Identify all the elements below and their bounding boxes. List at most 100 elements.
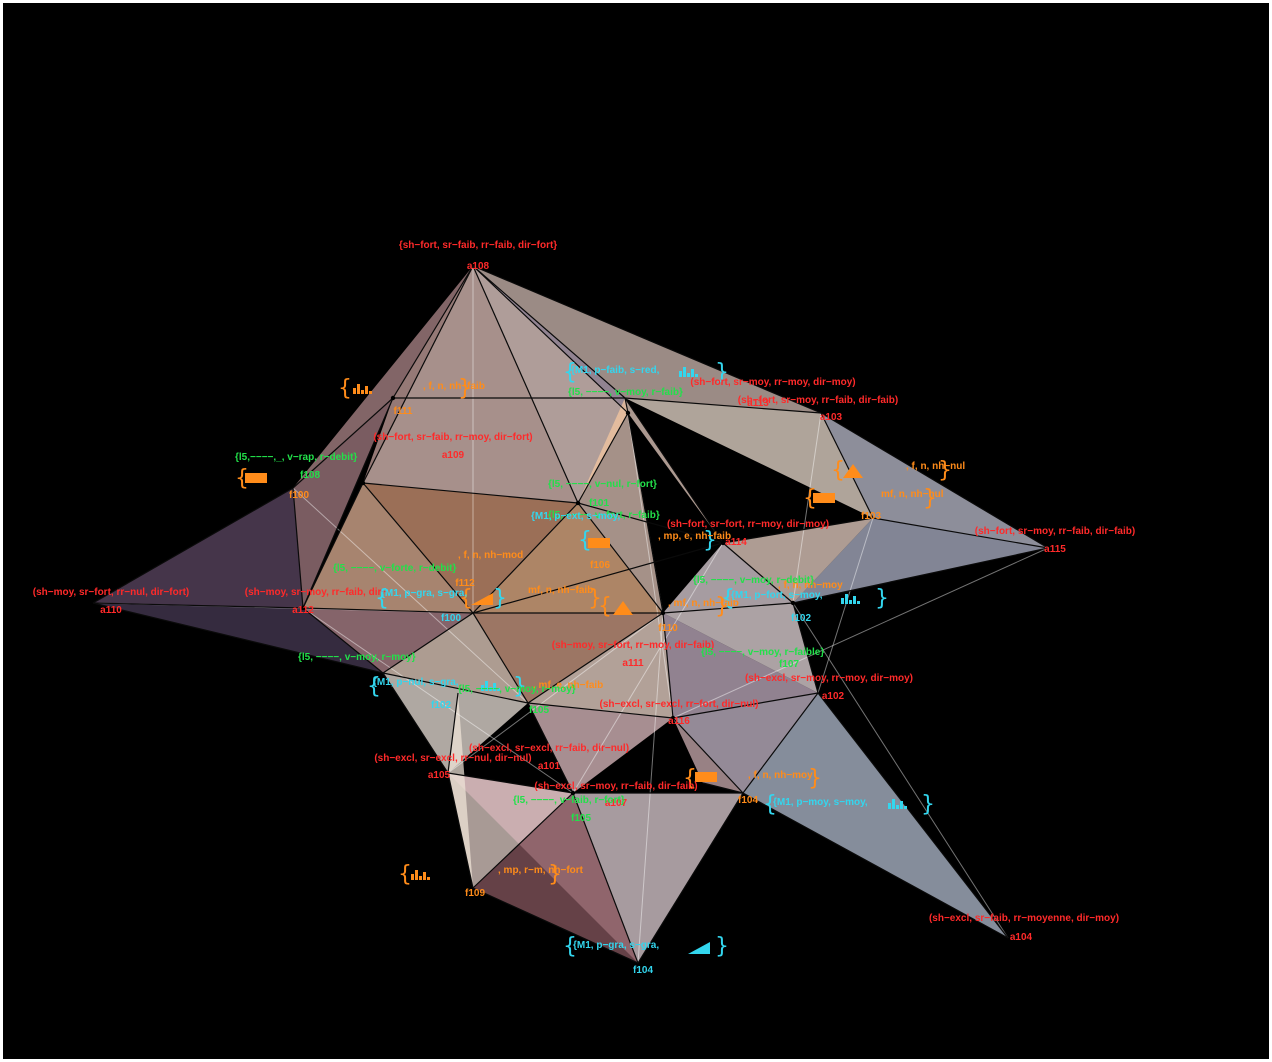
polyhedron-edge bbox=[92, 602, 304, 609]
polyhedron-edge bbox=[362, 482, 579, 504]
vertex-dot[interactable] bbox=[360, 480, 366, 486]
polyhedron-edge bbox=[447, 772, 474, 889]
open-brace-icon: { bbox=[803, 486, 817, 511]
polyhedron-edge bbox=[382, 612, 474, 674]
polyhedron-face bbox=[663, 603, 818, 693]
polyhedron-edge bbox=[392, 265, 474, 399]
vertex-dot[interactable] bbox=[625, 410, 631, 416]
triangle-icon bbox=[613, 601, 633, 615]
vertex-label-a103: (sh−fort, sr−moy, rr−faib, dir−faib) bbox=[738, 395, 898, 406]
vertex-id-tag: f105 bbox=[571, 813, 591, 824]
vertex-id-a116: a116 bbox=[668, 716, 690, 727]
polyhedron-edge bbox=[577, 502, 724, 544]
vertex-dot[interactable] bbox=[670, 715, 676, 721]
close-brace-icon: } bbox=[703, 528, 717, 553]
polyhedron-face bbox=[573, 793, 743, 963]
vertex-id-tag: f103 bbox=[861, 511, 881, 522]
vertex-id-tag: f100 bbox=[441, 613, 461, 624]
open-brace-icon: { bbox=[398, 862, 412, 887]
highlight-line bbox=[792, 602, 1009, 939]
histogram-icon bbox=[679, 367, 698, 377]
polyhedron-edge bbox=[447, 772, 574, 794]
polyhedron-edge bbox=[577, 412, 629, 504]
polyhedron-face bbox=[93, 488, 303, 608]
polyhedron-edge bbox=[472, 265, 579, 504]
close-brace-icon: } bbox=[938, 458, 952, 483]
feature-label-f108c: {M1, p−moy, s−moy, bbox=[773, 797, 868, 808]
feature-label-f105c: {M1, p−nul, s−gra, bbox=[373, 677, 459, 688]
vertex-label-a113: (sh−fort, sr−moy, rr−moy, dir−moy) bbox=[690, 377, 855, 388]
feature-label-f106g: {l5, −−−−, v−moy, r−moy} bbox=[458, 684, 576, 695]
polyhedron-edge bbox=[742, 792, 1009, 939]
vertex-dot[interactable] bbox=[570, 790, 576, 796]
feature-label-f108g: {l5, −−−−, v−moy, r−faib} bbox=[568, 387, 683, 398]
vertex-id-a103: a103 bbox=[820, 412, 843, 423]
feature-label-f107: {l5, −−−−, v−moy, r−faible} bbox=[701, 647, 824, 658]
triangle-icon bbox=[843, 464, 863, 478]
vertex-label-a116: (sh−excl, sr−excl, rr−fort, dir−nul) bbox=[600, 699, 759, 710]
vertex-id-tag: f100 bbox=[289, 490, 309, 501]
feature-label-f100g: {l5, −−−−, v−nul, r−fort} bbox=[548, 479, 657, 490]
polyhedron-face bbox=[673, 693, 818, 793]
vertex-label-a104: (sh−excl, sr−faib, rr−moyenne, dir−moy) bbox=[929, 913, 1119, 924]
close-brace-icon: } bbox=[921, 792, 935, 817]
vertex-dot[interactable] bbox=[720, 540, 726, 546]
open-brace-icon: { bbox=[375, 586, 389, 611]
polyhedron-face bbox=[578, 413, 663, 613]
polyhedron-edge bbox=[792, 602, 819, 694]
vertex-dot[interactable] bbox=[390, 395, 396, 401]
feature-label-f102: , f, n, nh−moy bbox=[778, 580, 843, 591]
feature-label-f100: mf, n, nh−nul bbox=[881, 489, 944, 500]
polyhedron-edge bbox=[472, 887, 639, 964]
highlight-line bbox=[637, 612, 664, 964]
feature-label-f106h: {l5, −−−−, v−fort, r−faib} bbox=[548, 510, 660, 521]
open-brace-icon: { bbox=[367, 674, 381, 699]
polyhedron-edge bbox=[624, 397, 822, 414]
feature-label-f101c: {M1, p−fort, s−moy, bbox=[731, 590, 823, 601]
vertex-dot[interactable] bbox=[660, 610, 666, 616]
vertex-label-a112: (sh−moy, sr−moy, rr−faib, dir− bbox=[245, 587, 388, 598]
polyhedron-edge bbox=[472, 542, 724, 614]
open-brace-icon: { bbox=[235, 466, 249, 491]
polyhedron-edge bbox=[472, 612, 529, 704]
polyhedron-face bbox=[473, 266, 628, 503]
polyhedron-edge bbox=[472, 265, 822, 414]
feature-label-f109: , mp, r−m, nh−fort bbox=[498, 865, 584, 876]
vertex-id-a101: a101 bbox=[538, 761, 561, 772]
histogram-icon bbox=[841, 594, 860, 604]
feature-label-f100h: {l5, −−−−, v−moy, r−moy} bbox=[298, 652, 416, 663]
vertex-id-tag: f105 bbox=[529, 705, 549, 716]
vertex-id-tag: f106 bbox=[590, 560, 610, 571]
feature-label-f103g: {l5, −−−−, v−moy, r−debit} bbox=[693, 575, 814, 586]
vertex-id-a108: a108 bbox=[467, 261, 490, 272]
feature-label-f102g: {l5, −−−−, v−forte, r−debit} bbox=[333, 563, 457, 574]
polyhedron-face bbox=[473, 793, 638, 963]
vertex-dot[interactable] bbox=[300, 605, 306, 611]
polyhedron-face bbox=[303, 483, 473, 613]
polyhedron-face bbox=[723, 518, 873, 603]
polyhedron-face bbox=[625, 398, 873, 518]
polyhedron-edge bbox=[820, 412, 874, 519]
block-icon bbox=[245, 473, 267, 483]
vertex-label-a114: (sh−fort, sr−fort, rr−moy, dir−moy) bbox=[667, 519, 829, 530]
polyhedron-face bbox=[293, 398, 393, 608]
feature-label-f100c: {M1, p−gra, s−gra, bbox=[381, 588, 467, 599]
polyhedron-edge bbox=[382, 672, 449, 774]
vertex-dot[interactable] bbox=[575, 500, 581, 506]
block-icon bbox=[813, 493, 835, 503]
polyhedron-edge bbox=[872, 517, 1049, 549]
vertex-dot[interactable] bbox=[790, 600, 796, 606]
vertex-label-a115: (sh−fort, sr−moy, rr−faib, dir−faib) bbox=[975, 526, 1135, 537]
polyhedron-face bbox=[663, 543, 793, 613]
feature-label-f108: , f, n, nh−mod bbox=[458, 550, 523, 561]
block-icon bbox=[695, 772, 717, 782]
polyhedron-edge bbox=[92, 487, 294, 604]
vertex-id-tag: f108 bbox=[300, 470, 320, 481]
close-brace-icon: } bbox=[715, 360, 729, 385]
vertex-label-a108: {sh−fort, sr−faib, rr−faib, dir−fort} bbox=[399, 240, 557, 251]
close-brace-icon: } bbox=[493, 586, 507, 611]
graph-viewport[interactable]: {}{}{}{{}{}{}{}{}{}{}{}{}{}{} {sh−fort, … bbox=[3, 3, 1269, 1059]
highlight-line bbox=[292, 487, 529, 704]
polyhedron-edge bbox=[292, 487, 304, 609]
polyhedron-edge bbox=[577, 502, 664, 614]
